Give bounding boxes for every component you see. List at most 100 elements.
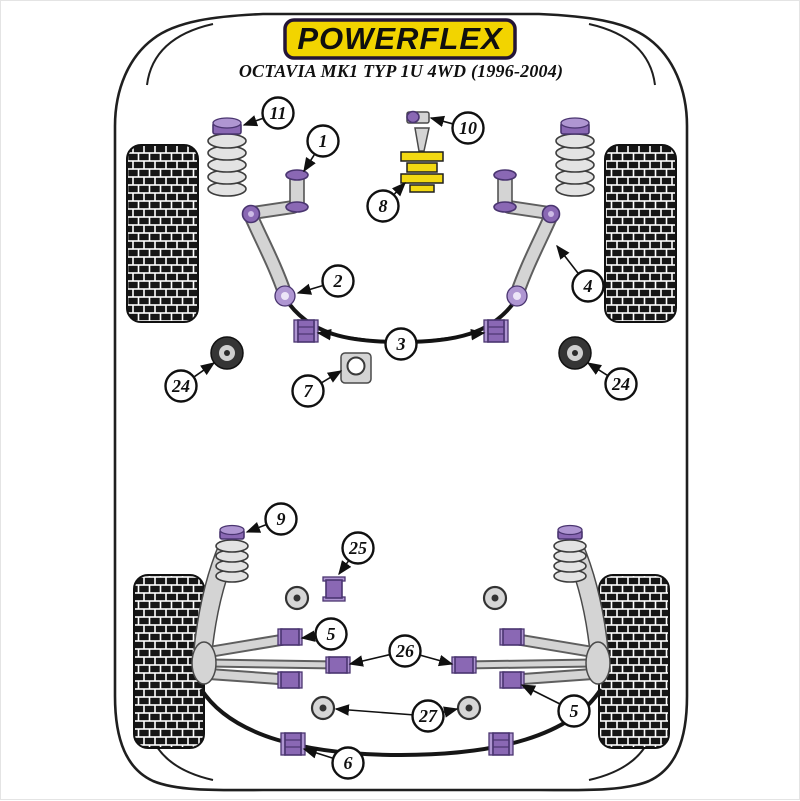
rear-bump-stop-bushing bbox=[322, 576, 346, 602]
rear-hub bbox=[585, 641, 611, 685]
body-line-top-right bbox=[588, 23, 656, 86]
callout-circle bbox=[557, 694, 591, 728]
rear-adjuster-washer bbox=[310, 695, 336, 721]
callout-9: 9 bbox=[245, 502, 298, 536]
callout-25: 25 bbox=[338, 531, 375, 576]
rear-arm-bushing bbox=[499, 671, 525, 689]
callout-arrow bbox=[420, 654, 454, 667]
callout-arrow bbox=[242, 115, 263, 127]
callout-label: 3 bbox=[396, 334, 406, 354]
callout-arrow bbox=[296, 283, 323, 295]
callout-26: 26 bbox=[348, 634, 454, 668]
callout-circle bbox=[604, 367, 638, 401]
callout-arrow bbox=[303, 154, 316, 173]
callout-label: 27 bbox=[418, 706, 438, 726]
callout-label: 9 bbox=[277, 509, 286, 529]
mount-insert-bar bbox=[400, 173, 444, 184]
callout-circle bbox=[341, 531, 375, 565]
callout-label: 5 bbox=[327, 624, 336, 644]
rear-arm-bushing bbox=[499, 628, 525, 646]
rear-left-suspension bbox=[191, 524, 343, 686]
callout-label: 4 bbox=[583, 276, 593, 296]
callout-arrow bbox=[348, 654, 390, 667]
rear-washer bbox=[284, 585, 310, 611]
roll-bar-bushing bbox=[483, 319, 509, 343]
mount-insert-bar bbox=[400, 151, 444, 162]
callout-arrow bbox=[321, 370, 343, 384]
callout-5: 5 bbox=[520, 684, 591, 728]
callout-5: 5 bbox=[300, 617, 348, 651]
front-right-tire bbox=[604, 144, 677, 323]
steering-clamp bbox=[340, 352, 372, 384]
callout-arrow bbox=[302, 747, 333, 759]
callout-3: 3 bbox=[316, 327, 486, 361]
callout-circle bbox=[366, 189, 400, 223]
roll-bar-bushing bbox=[293, 319, 319, 343]
brand-logo: POWERFLEX bbox=[283, 18, 517, 60]
front-left-tire bbox=[126, 144, 199, 323]
brand-logo-text: POWERFLEX bbox=[297, 21, 504, 56]
callout-27: 27 bbox=[334, 699, 459, 733]
rear-roll-bar-bushing bbox=[488, 732, 514, 756]
callout-label: 6 bbox=[344, 753, 353, 773]
front-link-bushing bbox=[285, 169, 309, 213]
callout-label: 26 bbox=[395, 641, 414, 661]
callout-arrow bbox=[334, 704, 412, 716]
callout-11: 11 bbox=[242, 96, 295, 130]
callout-circle bbox=[306, 124, 340, 158]
callout-circle bbox=[388, 634, 422, 668]
callout-arrow bbox=[194, 362, 216, 378]
callout-circle bbox=[164, 369, 198, 403]
callout-circle bbox=[451, 111, 485, 145]
callout-circle bbox=[331, 746, 365, 780]
callout-label: 25 bbox=[348, 538, 367, 558]
callout-arrow bbox=[586, 362, 608, 376]
callout-label: 5 bbox=[570, 701, 579, 721]
rear-anti-roll-bar bbox=[199, 687, 603, 758]
callout-label: 24 bbox=[611, 374, 630, 394]
callout-10: 10 bbox=[429, 111, 485, 145]
body-line-top-left bbox=[146, 23, 214, 86]
rear-washer bbox=[482, 585, 508, 611]
callout-8: 8 bbox=[366, 181, 406, 223]
callout-arrow bbox=[443, 706, 459, 718]
rear-arm-bushing bbox=[277, 671, 303, 689]
front-left-spring bbox=[207, 117, 247, 197]
callout-circle bbox=[571, 269, 605, 303]
callout-24: 24 bbox=[586, 362, 638, 401]
callout-24: 24 bbox=[164, 362, 216, 403]
rear-inner-bushing bbox=[325, 656, 351, 674]
callout-arrow bbox=[338, 560, 352, 576]
callout-label: 8 bbox=[379, 196, 388, 216]
callout-circle bbox=[384, 327, 418, 361]
callout-arrow bbox=[300, 630, 316, 642]
rear-inner-bushing bbox=[451, 656, 477, 674]
rear-left-spring bbox=[215, 524, 249, 583]
callout-2: 2 bbox=[296, 264, 355, 298]
callout-label: 10 bbox=[459, 118, 477, 138]
engine-mount-bushing bbox=[406, 110, 420, 124]
callout-arrow bbox=[556, 244, 579, 274]
rear-roll-bar-bushing bbox=[280, 732, 306, 756]
callout-arrow bbox=[417, 328, 486, 343]
callout-4: 4 bbox=[556, 244, 605, 303]
callout-circle bbox=[291, 374, 325, 408]
rear-arm-bushing bbox=[277, 628, 303, 646]
front-right-suspension bbox=[493, 117, 595, 307]
callout-circle bbox=[261, 96, 295, 130]
callout-arrow bbox=[391, 181, 406, 197]
callout-circle bbox=[411, 699, 445, 733]
callout-label: 2 bbox=[333, 271, 343, 291]
engine-mount-assembly bbox=[400, 110, 444, 193]
callout-arrow bbox=[245, 521, 266, 533]
callout-6: 6 bbox=[302, 746, 365, 780]
model-title: OCTAVIA MK1 TYP 1U 4WD (1996-2004) bbox=[239, 61, 563, 82]
rear-right-spring bbox=[553, 524, 587, 583]
callout-arrow bbox=[520, 684, 560, 705]
callout-circle bbox=[321, 264, 355, 298]
subframe-mount bbox=[210, 336, 244, 370]
rear-adjuster-washer bbox=[456, 695, 482, 721]
subframe-mount bbox=[558, 336, 592, 370]
